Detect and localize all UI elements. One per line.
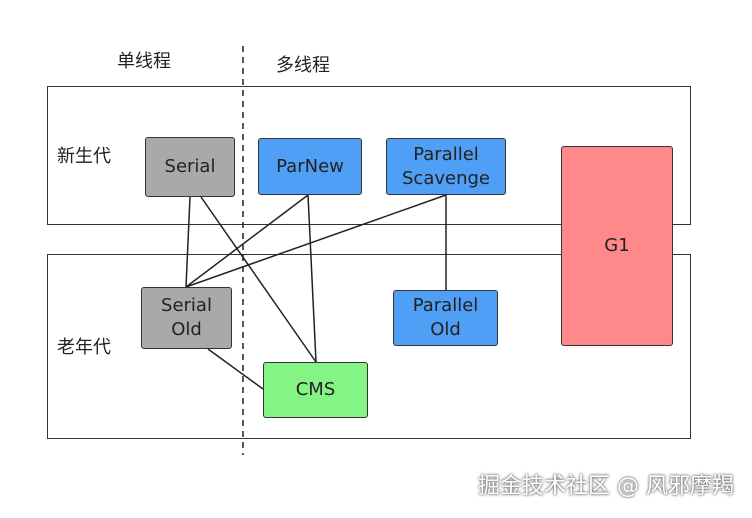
g1-collector: G1 — [561, 146, 673, 346]
old-generation-label: 老年代 — [57, 337, 111, 358]
parallel-old-collector: Parallel Old — [393, 290, 498, 346]
serial-old-collector: Serial Old — [141, 287, 232, 349]
multi-thread-label: 多线程 — [276, 55, 330, 76]
young-generation-region — [47, 86, 691, 225]
link-serial-cms — [200, 196, 317, 363]
link-parnew-serialold — [185, 194, 309, 288]
link-parallelscavenge-serialold — [185, 194, 447, 288]
link-parnew-cms — [307, 194, 317, 363]
cms-collector: CMS — [263, 362, 368, 418]
serial-collector: Serial — [145, 137, 235, 197]
young-generation-label: 新生代 — [57, 146, 111, 167]
link-serialold-cms — [207, 348, 264, 390]
link-serial-serialold — [185, 196, 191, 288]
old-generation-region — [47, 254, 691, 439]
parnew-collector: ParNew — [258, 138, 362, 195]
parallel-scavenge-collector: Parallel Scavenge — [386, 138, 506, 195]
watermark-text: 掘金技术社区 @ 风邪摩羯 — [478, 474, 734, 499]
single-thread-label: 单线程 — [117, 51, 171, 72]
